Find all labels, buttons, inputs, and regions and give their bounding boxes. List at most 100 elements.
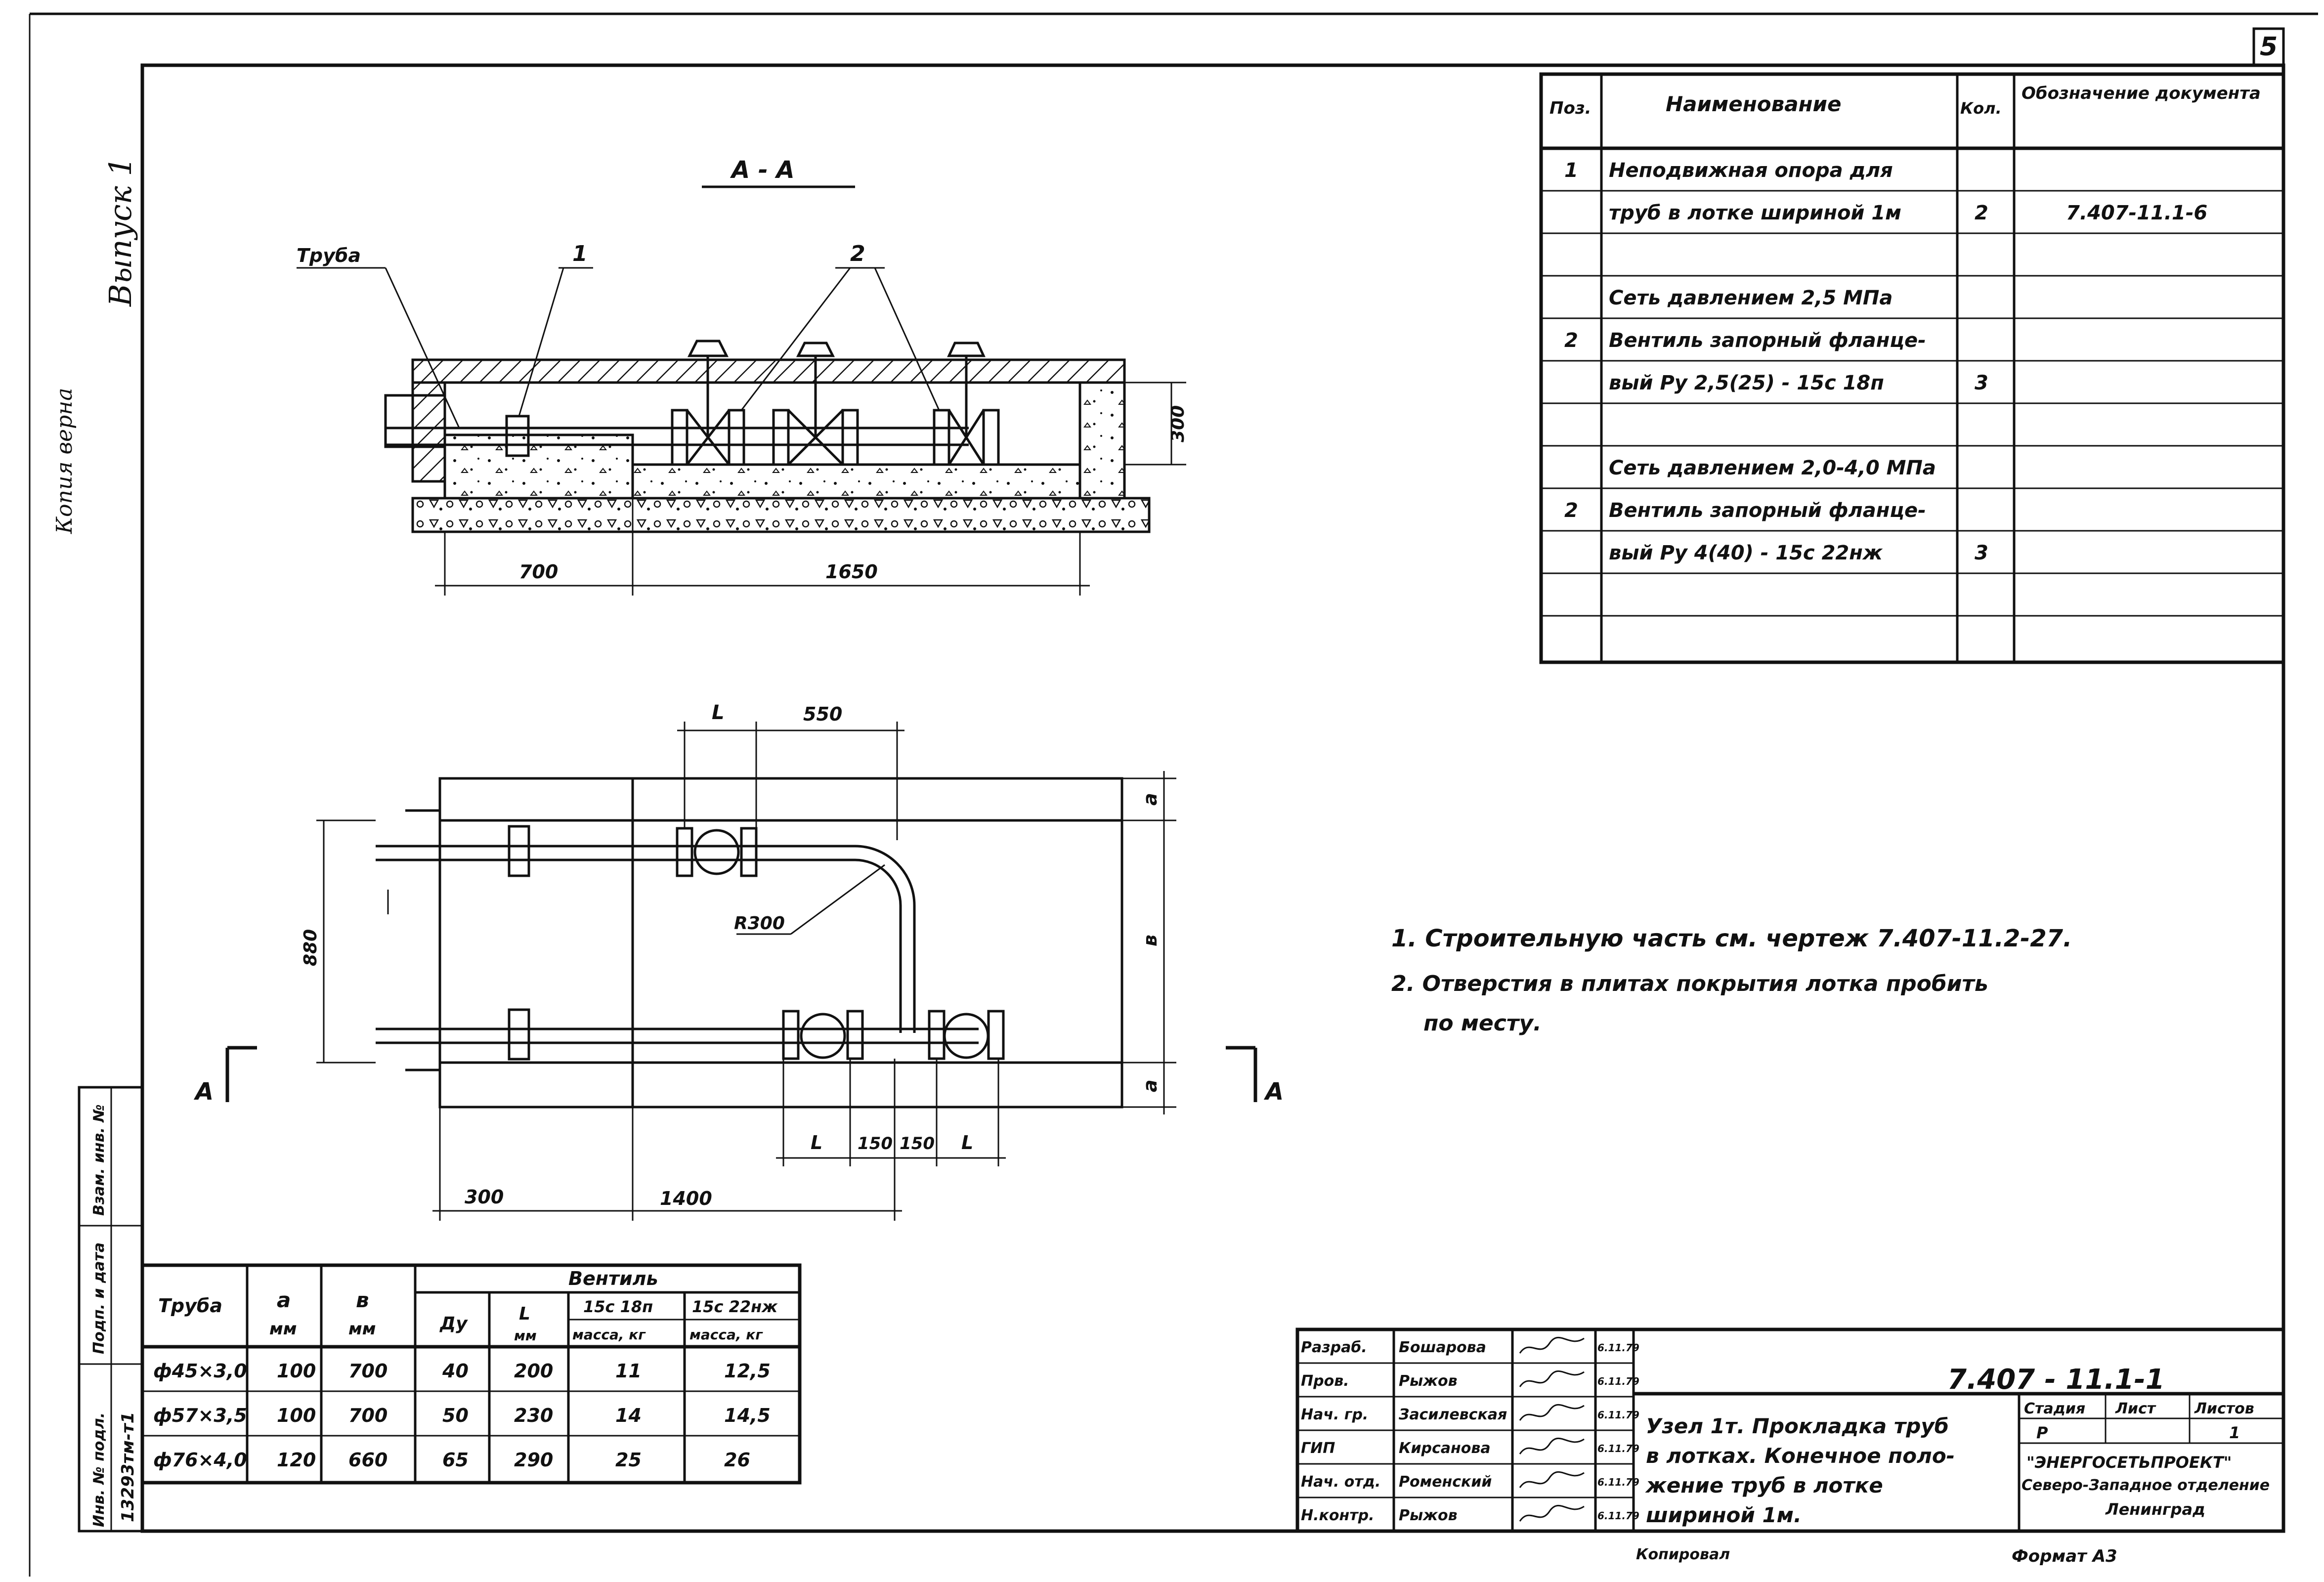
pipe-cell-b: 700	[348, 1405, 387, 1426]
spec-row-name: вый Ру 4(40) - 15с 22нж	[1609, 542, 1883, 564]
dim-300-plan: 300	[465, 1186, 504, 1208]
pipe-cell-m1: 14	[615, 1405, 642, 1426]
sign-date-label: Подп. и дата	[90, 1242, 108, 1354]
role-name: Бошарова	[1399, 1339, 1486, 1356]
spec-row-name: Вентиль запорный фланце-	[1609, 329, 1926, 352]
role-date: 6.11.79	[1597, 1510, 1639, 1522]
role-name: Засилевская	[1398, 1406, 1507, 1423]
right-wall	[1078, 381, 1126, 500]
signature-mark	[1519, 1336, 1585, 1354]
pipe-cell-pipe: ф45×3,0	[153, 1360, 247, 1382]
role-label: Н.контр.	[1301, 1507, 1374, 1524]
org-line-2: Северо-Западное отделение	[2022, 1477, 2270, 1494]
sheet-label: Лист	[2115, 1400, 2156, 1417]
pipe-cell-a: 100	[277, 1360, 316, 1382]
note-3: по месту.	[1423, 1011, 1542, 1036]
pipe-table-h-a: a	[277, 1288, 291, 1312]
note-1: 1. Строительную часть см. чертеж 7.407-1…	[1391, 925, 2072, 952]
spec-row-name: Вентиль запорный фланце-	[1609, 499, 1926, 522]
plan-valve-upper	[676, 827, 758, 877]
section-mark-left: А	[193, 1078, 214, 1106]
pipe-table-h-b: в	[356, 1288, 369, 1312]
spec-row-pos: 2	[1564, 499, 1578, 522]
spec-header-name: Наименование	[1666, 92, 1841, 116]
signature-mark	[1519, 1504, 1585, 1522]
pipe-table-h-pipe: Труба	[158, 1295, 222, 1317]
spec-row-qty: 3	[1975, 372, 1988, 394]
page-number: 5	[2260, 32, 2278, 62]
cover-slab	[411, 358, 1126, 384]
pipe-table-h-valve: Вентиль	[568, 1268, 658, 1289]
dim-700: 700	[519, 561, 558, 583]
spec-header-doc: Обозначение документа	[2022, 84, 2261, 103]
plan-support-lower	[508, 1008, 530, 1061]
org-line-3: Ленинград	[2105, 1500, 2205, 1519]
dim-L-top: L	[712, 701, 725, 724]
pipe-table-h-b-unit: мм	[348, 1319, 376, 1339]
plan-view: R300 L 550 880 a в a L 150 150 L	[193, 701, 1284, 1221]
dim-L2: L	[961, 1132, 973, 1154]
pipe-table-h-15c22nzh: 15с 22нж	[692, 1297, 778, 1316]
role-label: Пров.	[1301, 1372, 1349, 1390]
pipe-table-h-L: L	[519, 1304, 530, 1324]
plan-support-upper	[508, 825, 530, 877]
pipe-table-h-15c18p: 15с 18п	[583, 1297, 653, 1316]
stage-label: Стадия	[2024, 1400, 2085, 1417]
dim-150-1: 150	[858, 1134, 893, 1154]
sheets-value: 1	[2229, 1423, 2240, 1442]
dim-150-2: 150	[900, 1134, 935, 1154]
pipe-cell-du: 65	[442, 1449, 469, 1471]
role-date: 6.11.79	[1597, 1342, 1639, 1354]
pipe-cell-L: 230	[514, 1405, 553, 1426]
pipe-cell-pipe: ф57×3,5	[153, 1405, 247, 1426]
dim-a-bottom: a	[1139, 1079, 1161, 1092]
doc-code: 7.407 - 11.1-1	[1947, 1364, 2165, 1396]
pipe-cell-L: 290	[514, 1449, 553, 1471]
dim-b: в	[1139, 935, 1161, 946]
pipe-cell-b: 660	[348, 1449, 387, 1471]
sheets-label: Листов	[2194, 1400, 2254, 1417]
valve-section-2	[772, 342, 859, 466]
signature-mark	[1519, 1471, 1585, 1488]
spec-row-qty: 3	[1975, 542, 1988, 564]
side-notes: Копия верна Выпуск 1	[52, 157, 138, 534]
title-line-2: в лотках. Конечное поло-	[1646, 1444, 1955, 1468]
side-stamp: Инв. № подл. 13293тм-т1 Подп. и дата Вза…	[78, 1086, 144, 1533]
pipe-cell-b: 700	[348, 1360, 387, 1382]
label-pipe: Труба	[297, 245, 361, 266]
pipe-table-h-mass2: масса, кг	[689, 1326, 763, 1343]
title-line-1: Узел 1т. Прокладка труб	[1646, 1414, 1949, 1438]
spec-row-pos: 1	[1564, 159, 1578, 182]
section-title: А - А	[730, 156, 795, 184]
spec-row-qty: 2	[1975, 202, 1988, 224]
signature-mark	[1519, 1370, 1585, 1387]
note-2: 2. Отверстия в плитах покрытия лотка про…	[1391, 971, 1988, 996]
callout-1: 1	[572, 241, 588, 266]
plan-pipe-bend	[855, 845, 916, 1033]
signature-mark	[1519, 1404, 1585, 1421]
callout-2: 2	[850, 241, 865, 266]
role-name: Кирсанова	[1399, 1440, 1491, 1457]
plan-valve-lower-1	[782, 1010, 864, 1060]
pipe-cell-pipe: ф76×4,0	[153, 1449, 247, 1471]
role-label: Разраб.	[1301, 1339, 1367, 1356]
sheet-frame	[29, 12, 2318, 1577]
replace-inv-label: Взам. инв. №	[90, 1104, 108, 1216]
role-name: Роменский	[1399, 1473, 1492, 1491]
spec-row-name: труб в лотке шириной 1м	[1609, 202, 1901, 224]
spec-row-name: Неподвижная опора для	[1609, 159, 1893, 182]
copied-label: Копировал	[1636, 1546, 1730, 1563]
copy-verified-note: Копия верна	[52, 388, 77, 534]
notes: 1. Строительную часть см. чертеж 7.407-1…	[1391, 925, 2072, 1036]
trough-outline	[438, 777, 1123, 1109]
valve-section-3	[933, 342, 1000, 466]
title-line-3: жение труб в лотке	[1645, 1473, 1883, 1497]
spec-header-qty: Кол.	[1960, 99, 2002, 118]
signature-row: Разраб. Бошарова 6.11.79	[1301, 1336, 1639, 1356]
title-block: 7.407 - 11.1-1 Узел 1т. Прокладка труб в…	[1295, 1327, 2285, 1566]
